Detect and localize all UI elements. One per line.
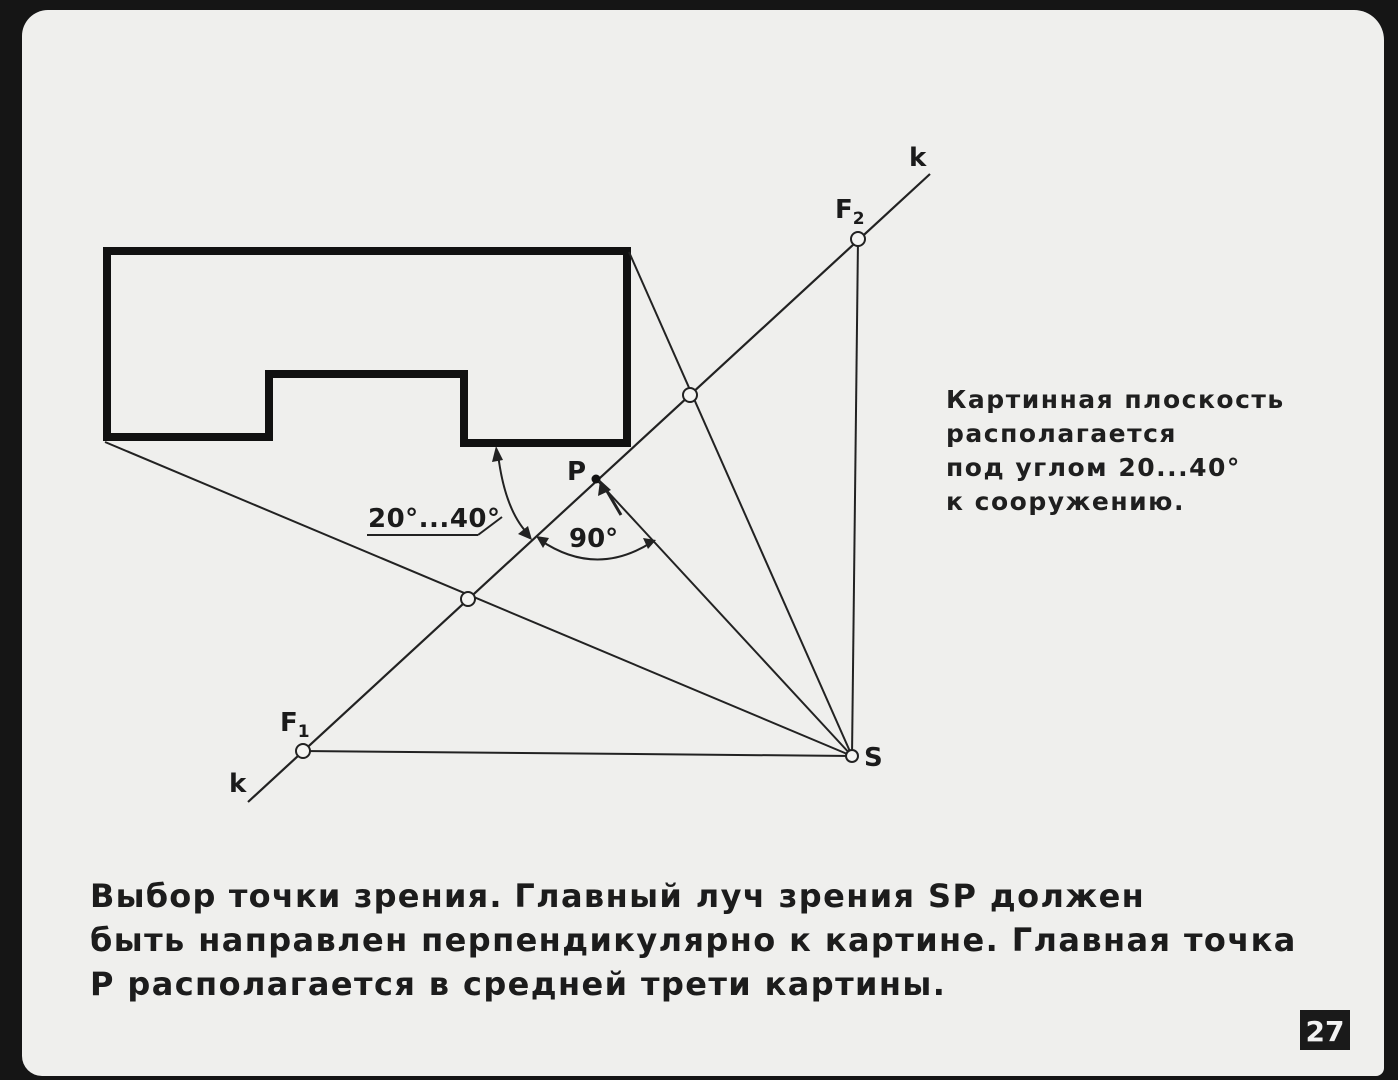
angle-arrow-top	[492, 446, 503, 462]
label-f1: F1	[280, 708, 310, 742]
ray-corner-right	[628, 251, 853, 757]
point-p-marker	[591, 474, 601, 484]
point-f2-marker	[850, 231, 866, 247]
right-angle-arrow-right	[643, 538, 656, 549]
picture-plane-note: Картинная плоскость располагается под уг…	[946, 383, 1306, 519]
label-f2: F2	[835, 195, 865, 229]
ray-f1-s	[302, 750, 853, 757]
ray-corner-left	[104, 441, 853, 757]
angle-arrow-bottom	[518, 526, 532, 540]
ray-f2-s	[851, 238, 859, 757]
angle-arc-right	[539, 539, 653, 561]
caption-text: Главный луч зрения SP должен	[514, 877, 1146, 915]
note-line: Картинная плоскость	[946, 385, 1285, 414]
right-angle-arrow-left	[536, 536, 549, 548]
intersection-right-marker	[682, 387, 698, 403]
label-k-bottom: k	[229, 769, 247, 799]
slide-caption: Выбор точки зрения. Главный луч зрения S…	[90, 874, 1297, 1006]
label-s: S	[864, 743, 883, 773]
label-k-top: k	[909, 143, 927, 173]
caption-line-1: Выбор точки зрения. Главный луч зрения S…	[90, 874, 1290, 918]
intersection-left-marker	[460, 591, 476, 607]
building-plan-outline	[103, 247, 631, 447]
principal-ray-sp	[595, 478, 853, 757]
picture-plane-line	[247, 173, 931, 803]
caption-line-3: Р располагается в средней трети картины.	[90, 965, 947, 1003]
point-f1-marker	[295, 743, 311, 759]
note-line: к сооружению.	[946, 487, 1185, 516]
caption-line-2: быть направлен перпендикулярно к картине…	[90, 921, 1297, 959]
note-line: под углом 20...40°	[946, 453, 1241, 482]
label-angle-building: 20°...40°	[368, 504, 501, 534]
note-line: располагается	[946, 419, 1177, 448]
pointer-arrowhead	[598, 480, 611, 496]
page-number-badge: 27	[1300, 1010, 1350, 1050]
label-angle-right: 90°	[569, 524, 618, 554]
caption-heading: Выбор точки зрения.	[90, 877, 503, 915]
angle-label-leader	[477, 516, 503, 536]
angle-arc-building	[497, 453, 531, 537]
slide-page	[22, 10, 1384, 1076]
point-s-marker	[845, 749, 859, 763]
label-p: P	[567, 457, 586, 487]
